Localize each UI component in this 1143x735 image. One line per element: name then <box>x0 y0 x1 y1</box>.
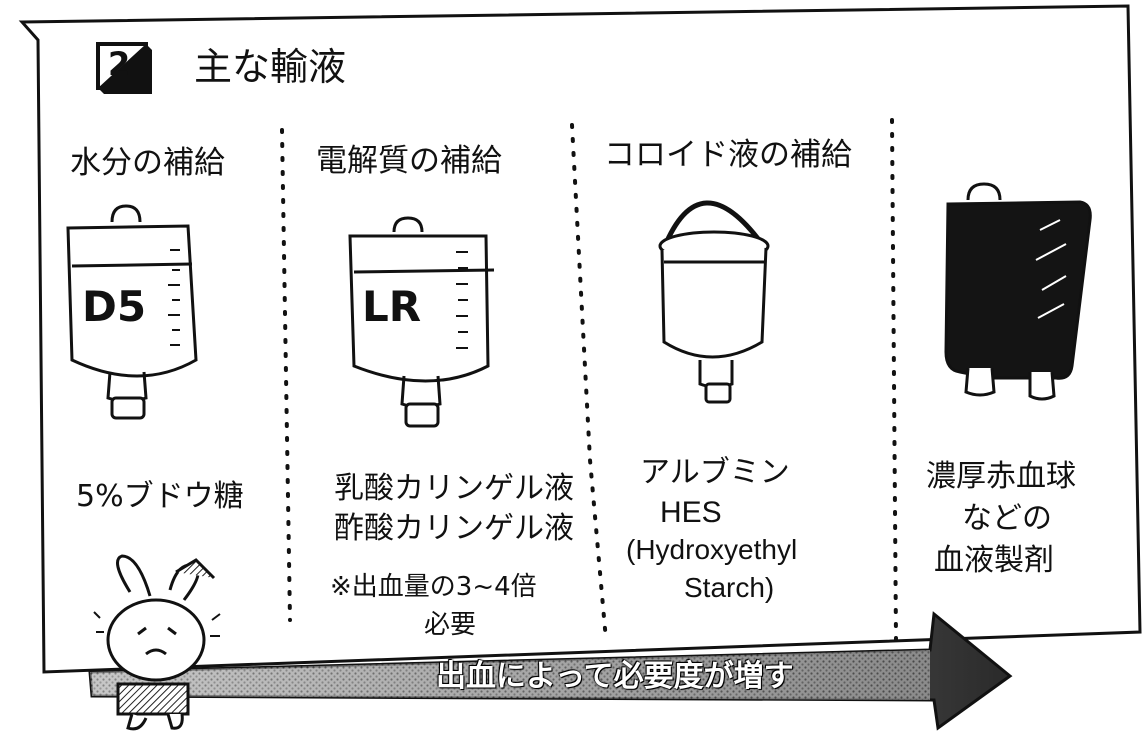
divider-2 <box>570 123 608 642</box>
arrow-label: 出血によって必要度が増す <box>436 659 794 694</box>
description-colloid-1: アルブミン <box>640 455 790 490</box>
rabbit-mascot-icon <box>93 554 221 731</box>
description-colloid-4: Starch) <box>684 572 775 603</box>
column-heading-water: 水分の補給 <box>70 145 225 181</box>
column-heading-electrolyte: 電解質の補給 <box>316 143 502 179</box>
bag-label-d5: D5 <box>82 282 147 331</box>
iv-bag-icon <box>348 216 495 428</box>
description-electrolyte-1: 乳酸カリンゲル液 <box>334 471 574 506</box>
description-colloid-3: (Hydroxyethyl <box>626 534 798 565</box>
iv-bag-icon <box>66 204 198 420</box>
colloid-bottle-icon <box>658 200 770 404</box>
note-electrolyte-2: 必要 <box>424 610 477 640</box>
number-box-icon <box>96 42 152 94</box>
divider-1 <box>280 128 292 622</box>
description-blood-2: などの <box>962 501 1052 536</box>
description-electrolyte-2: 酢酸カリンゲル液 <box>334 511 574 546</box>
blood-bag-icon <box>944 182 1092 401</box>
arrow-icon <box>88 611 1013 731</box>
description-colloid-2: HES <box>660 496 722 529</box>
description-water: 5%ブドウ糖 <box>76 479 244 514</box>
note-electrolyte-1: ※出血量の3~4倍 <box>330 572 537 602</box>
section-title: 主な輸液 <box>194 45 347 89</box>
description-blood-1: 濃厚赤血球 <box>926 459 1076 494</box>
divider-3 <box>890 118 898 642</box>
section-number: 2 <box>108 45 131 83</box>
description-blood-3: 血液製剤 <box>934 543 1054 578</box>
column-heading-colloid: コロイド液の補給 <box>604 137 852 173</box>
paper-frame <box>18 4 1142 674</box>
bag-label-lr: LR <box>362 282 422 331</box>
